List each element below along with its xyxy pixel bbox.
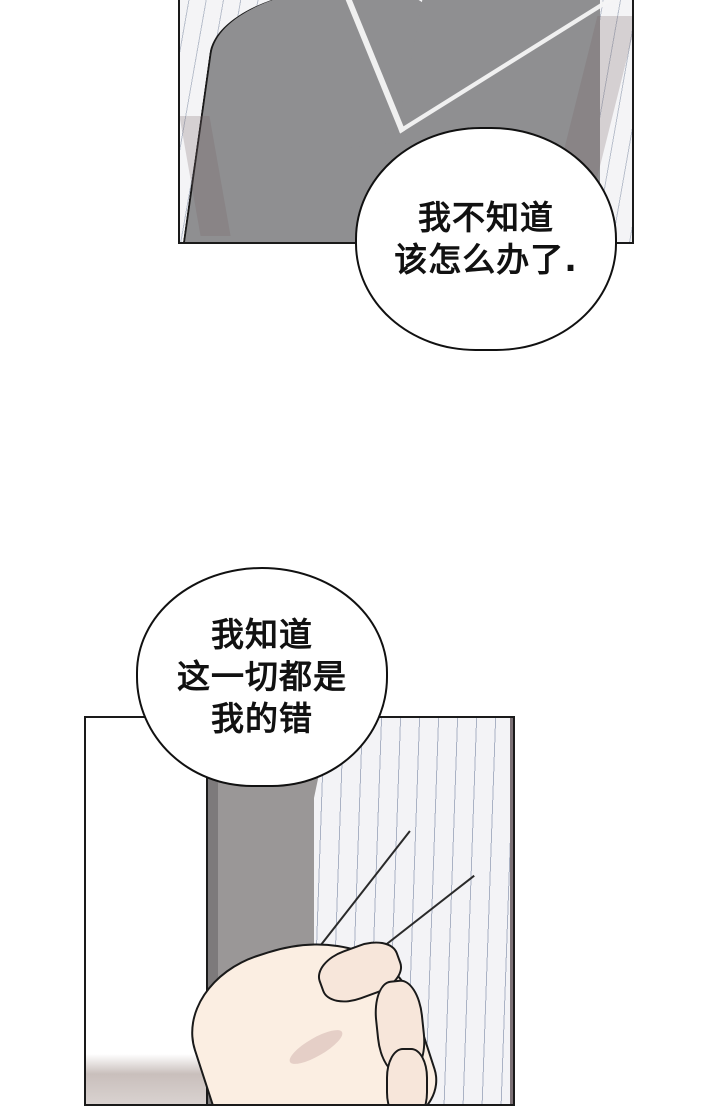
shirt-shadow-edge-art — [510, 718, 513, 1104]
bubble-line: 这一切都是 — [177, 657, 347, 697]
background-floor-art — [86, 1054, 206, 1104]
speech-bubble-1: 我不知道 该怎么办了. — [355, 127, 617, 351]
finger-art — [386, 1048, 428, 1104]
speech-bubble-2: 我知道 这一切都是 我的错 — [136, 567, 388, 787]
background-wall-art — [86, 718, 206, 1104]
bubble-line: 该怎么办了. — [394, 240, 578, 279]
bubble-line: 我的错 — [211, 698, 313, 738]
bubble-line: 我知道 — [211, 615, 313, 655]
bubble-line: 我不知道 — [417, 198, 554, 238]
speech-bubble-text: 我知道 这一切都是 我的错 — [177, 614, 347, 740]
speech-bubble-text: 我不知道 该怎么办了. — [394, 197, 578, 281]
